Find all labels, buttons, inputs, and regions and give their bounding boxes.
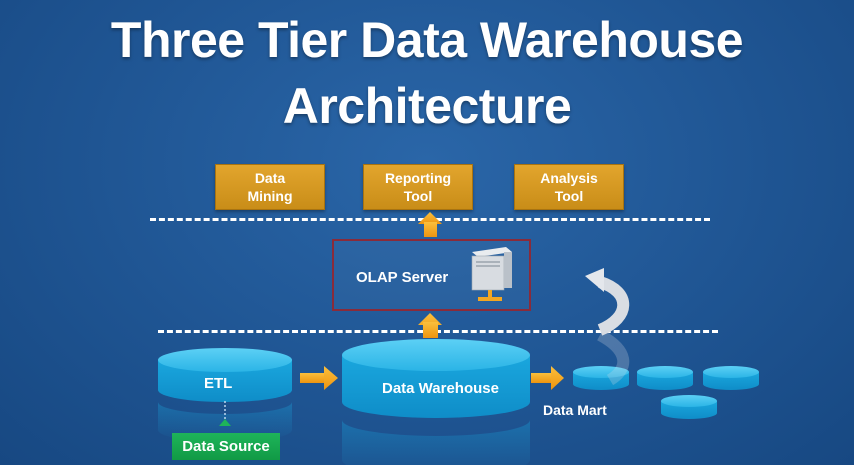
arrow-olap-to-tools (418, 212, 442, 237)
data-mart-cylinder-4 (661, 395, 717, 419)
data-mart-cylinder-2 (637, 366, 693, 390)
title-line-2: Architecture (282, 78, 572, 134)
data-mart-cylinder-3 (703, 366, 759, 390)
data-source-up-arrow (219, 419, 231, 426)
olap-server-label: OLAP Server (356, 269, 449, 286)
etl-cylinder (158, 348, 292, 442)
data-warehouse-cylinder (342, 339, 530, 465)
arrow-warehouse-to-mart (531, 366, 564, 390)
analysis-tool-box: Analysis Tool (514, 164, 624, 210)
etl-label: ETL (204, 375, 233, 392)
olap-server-box: OLAP Server (332, 239, 531, 311)
arrow-warehouse-to-olap (418, 313, 442, 338)
curved-return-arrow-icon (585, 268, 630, 386)
data-mining-box: Data Mining (215, 164, 325, 210)
data-mart-label: Data Mart (543, 402, 607, 418)
reporting-tool-box: Reporting Tool (363, 164, 473, 210)
title-line-1: Three Tier Data Warehouse (110, 12, 744, 68)
data-mart-cylinder-1 (573, 366, 629, 390)
server-icon (471, 247, 512, 301)
data-source-box: Data Source (172, 433, 280, 460)
data-warehouse-label: Data Warehouse (382, 380, 499, 397)
arrow-etl-to-warehouse (300, 366, 338, 390)
